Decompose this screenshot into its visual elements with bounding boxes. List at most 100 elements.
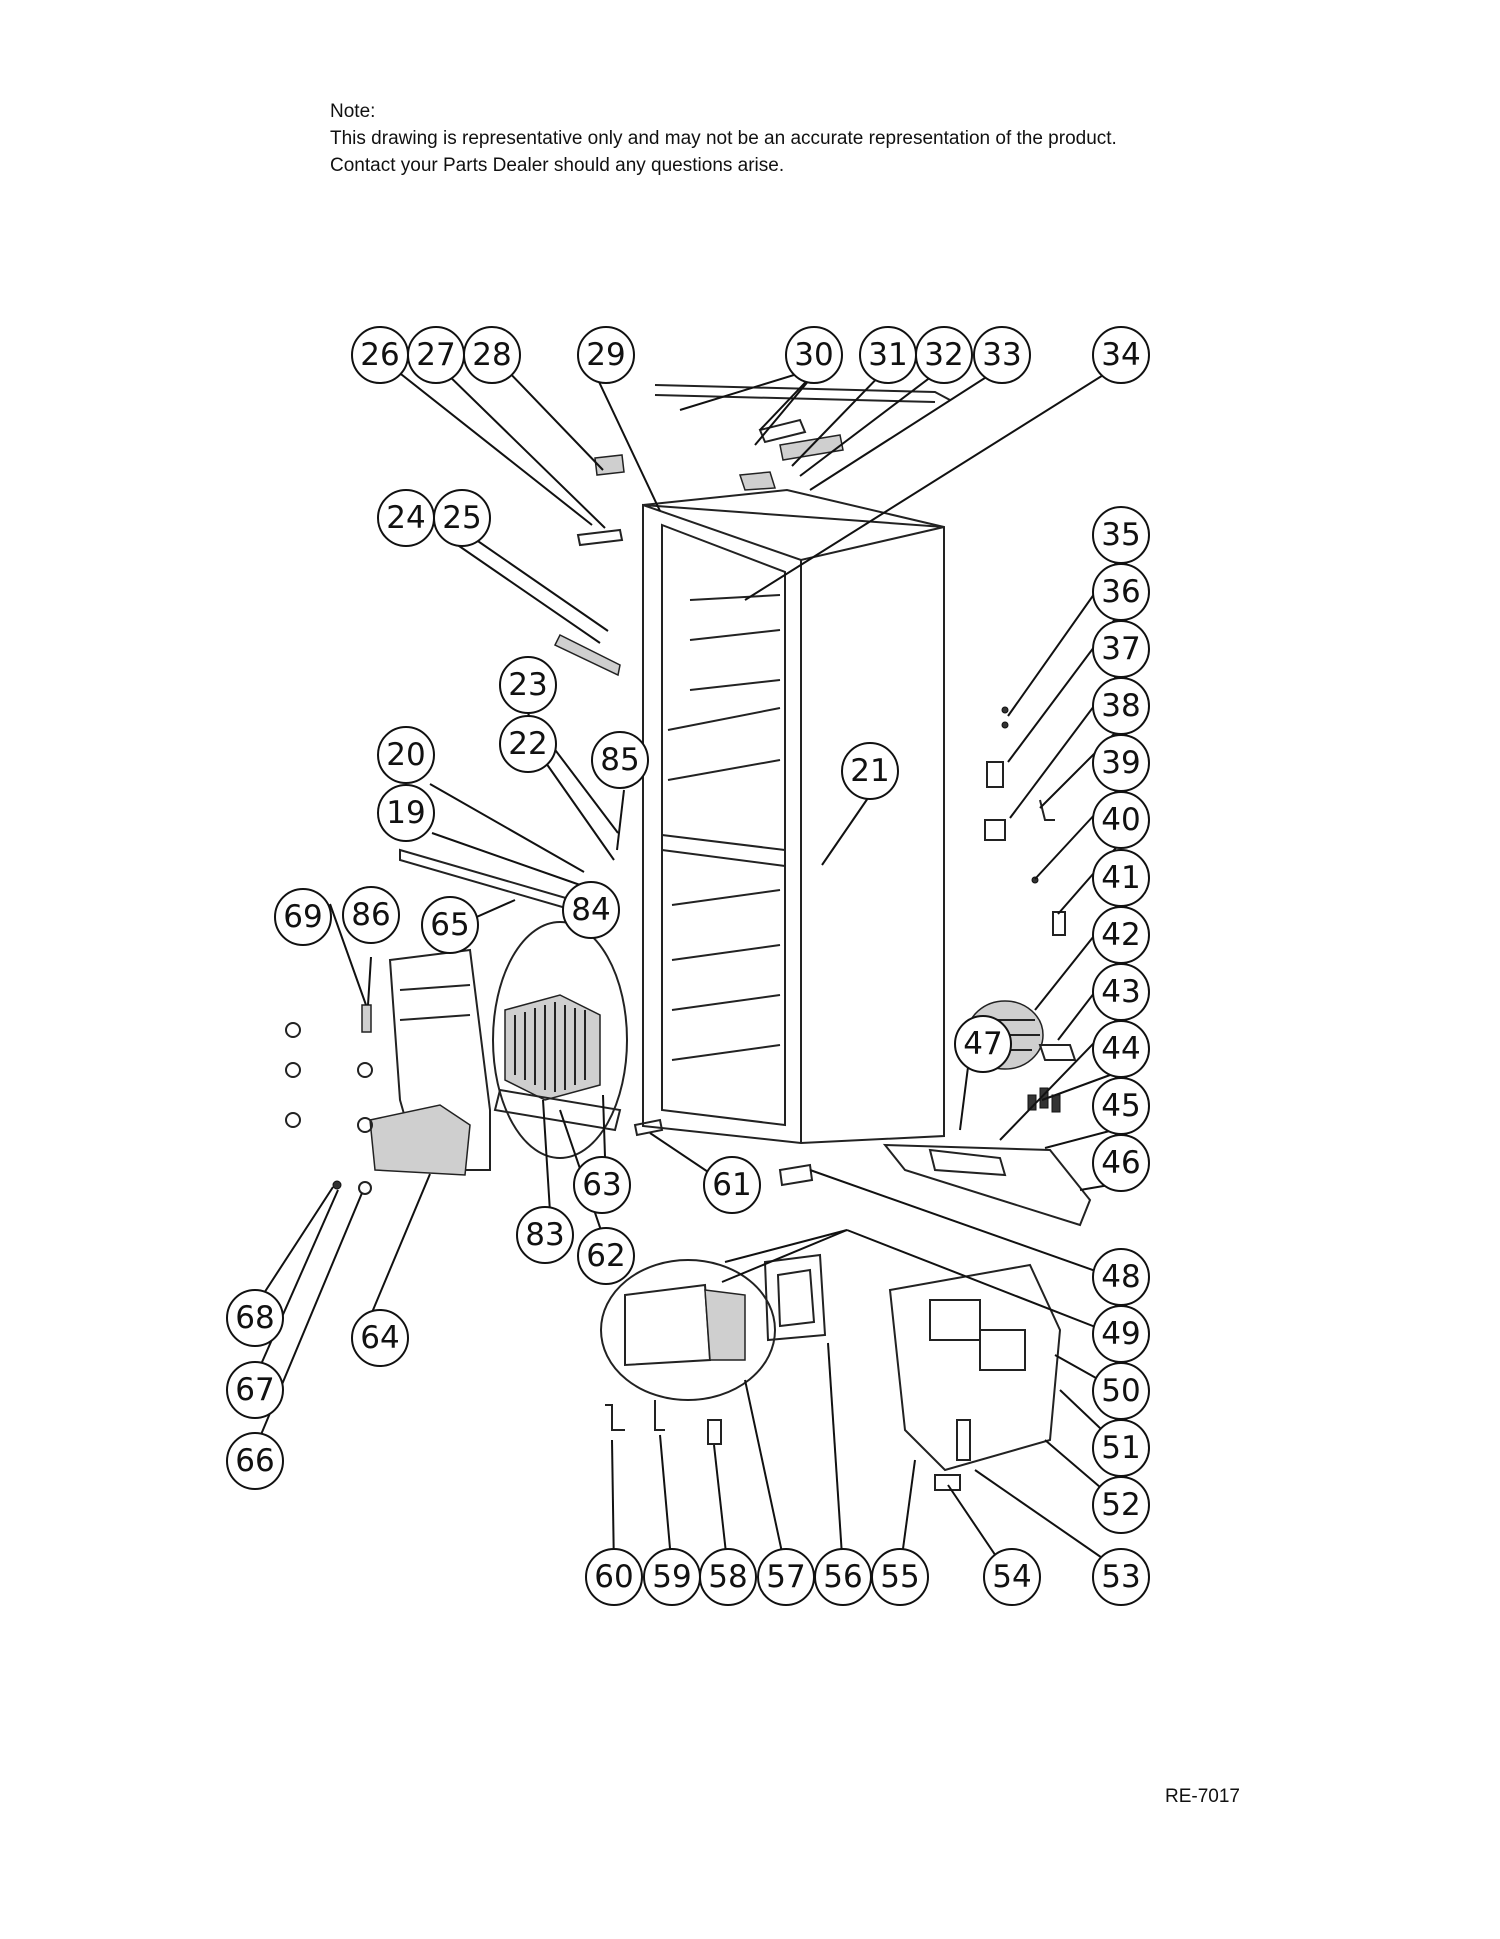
svg-text:84: 84: [571, 892, 610, 928]
svg-text:68: 68: [235, 1300, 274, 1336]
callout-46: 46: [1092, 1134, 1150, 1192]
callout-21: 21: [841, 742, 899, 800]
callout-62: 62: [577, 1227, 635, 1285]
svg-text:37: 37: [1101, 631, 1140, 667]
callout-42: 42: [1092, 906, 1150, 964]
callout-44: 44: [1092, 1020, 1150, 1078]
svg-text:46: 46: [1101, 1145, 1140, 1181]
svg-text:23: 23: [508, 667, 547, 703]
callout-47: 47: [954, 1015, 1012, 1073]
svg-text:29: 29: [586, 337, 625, 373]
svg-text:65: 65: [430, 907, 469, 943]
note-line-2: Contact your Parts Dealer should any que…: [330, 155, 785, 176]
callout-64: 64: [351, 1309, 409, 1367]
svg-text:27: 27: [416, 337, 455, 373]
callout-69: 69: [274, 888, 332, 946]
svg-text:33: 33: [982, 337, 1021, 373]
svg-text:85: 85: [600, 742, 639, 778]
svg-text:48: 48: [1101, 1259, 1140, 1295]
svg-text:63: 63: [582, 1167, 621, 1203]
svg-text:83: 83: [525, 1217, 564, 1253]
svg-text:43: 43: [1101, 974, 1140, 1010]
svg-text:42: 42: [1101, 917, 1140, 953]
svg-text:58: 58: [708, 1559, 747, 1595]
svg-text:44: 44: [1101, 1031, 1140, 1067]
callout-38: 38: [1092, 677, 1150, 735]
callout-36: 36: [1092, 563, 1150, 621]
callout-35: 35: [1092, 506, 1150, 564]
svg-text:21: 21: [850, 753, 889, 789]
callout-40: 40: [1092, 791, 1150, 849]
callout-19: 19: [377, 784, 435, 842]
svg-text:60: 60: [594, 1559, 633, 1595]
svg-text:19: 19: [386, 795, 425, 831]
note-title: Note:: [330, 101, 376, 122]
callout-27: 27: [407, 326, 465, 384]
svg-text:39: 39: [1101, 745, 1140, 781]
callout-31: 31: [859, 326, 917, 384]
callout-55: 55: [871, 1548, 929, 1606]
svg-text:57: 57: [766, 1559, 805, 1595]
svg-text:86: 86: [351, 897, 390, 933]
callout-24: 24: [377, 489, 435, 547]
document-id: RE-7017: [1165, 1786, 1240, 1807]
callout-49: 49: [1092, 1305, 1150, 1363]
callout-43: 43: [1092, 963, 1150, 1021]
callout-32: 32: [915, 326, 973, 384]
callout-67: 67: [226, 1361, 284, 1419]
svg-text:45: 45: [1101, 1088, 1140, 1124]
callout-group: 26 27 28 29 30 31 32 33 34 24 25 23 22 8…: [226, 326, 1150, 1606]
top-parts-drawing: [553, 418, 844, 677]
callout-59: 59: [643, 1548, 701, 1606]
callout-57: 57: [757, 1548, 815, 1606]
svg-text:34: 34: [1101, 337, 1140, 373]
callout-60: 60: [585, 1548, 643, 1606]
svg-text:55: 55: [880, 1559, 919, 1595]
callout-85: 85: [591, 731, 649, 789]
cabinet-drawing: [642, 384, 951, 1145]
svg-text:25: 25: [442, 500, 481, 536]
svg-text:36: 36: [1101, 574, 1140, 610]
callout-26: 26: [351, 326, 409, 384]
callout-25: 25: [433, 489, 491, 547]
svg-text:59: 59: [652, 1559, 691, 1595]
svg-text:49: 49: [1101, 1316, 1140, 1352]
svg-text:50: 50: [1101, 1373, 1140, 1409]
callout-23: 23: [499, 656, 557, 714]
svg-text:54: 54: [992, 1559, 1031, 1595]
callout-68: 68: [226, 1289, 284, 1347]
callout-54: 54: [983, 1548, 1041, 1606]
callout-83: 83: [516, 1206, 574, 1264]
svg-text:64: 64: [360, 1320, 399, 1356]
callout-22: 22: [499, 715, 557, 773]
svg-text:53: 53: [1101, 1559, 1140, 1595]
compressor-drawing: [882, 706, 1092, 1227]
svg-text:24: 24: [386, 500, 425, 536]
svg-text:28: 28: [472, 337, 511, 373]
callout-66: 66: [226, 1432, 284, 1490]
callout-52: 52: [1092, 1476, 1150, 1534]
callout-58: 58: [699, 1548, 757, 1606]
svg-text:66: 66: [235, 1443, 274, 1479]
callout-63: 63: [573, 1156, 631, 1214]
svg-text:32: 32: [924, 337, 963, 373]
callout-53: 53: [1092, 1548, 1150, 1606]
svg-text:69: 69: [283, 899, 322, 935]
svg-text:26: 26: [360, 337, 399, 373]
bottom-parts-drawing: [600, 1118, 1062, 1491]
callout-34: 34: [1092, 326, 1150, 384]
svg-text:31: 31: [868, 337, 907, 373]
svg-text:20: 20: [386, 737, 425, 773]
svg-text:51: 51: [1101, 1430, 1140, 1466]
callout-30: 30: [785, 326, 843, 384]
svg-text:67: 67: [235, 1372, 274, 1408]
evaporator-drawing: [492, 921, 628, 1159]
callout-28: 28: [463, 326, 521, 384]
callout-37: 37: [1092, 620, 1150, 678]
callout-65: 65: [421, 896, 479, 954]
svg-text:30: 30: [794, 337, 833, 373]
callout-51: 51: [1092, 1419, 1150, 1477]
callout-86: 86: [342, 886, 400, 944]
